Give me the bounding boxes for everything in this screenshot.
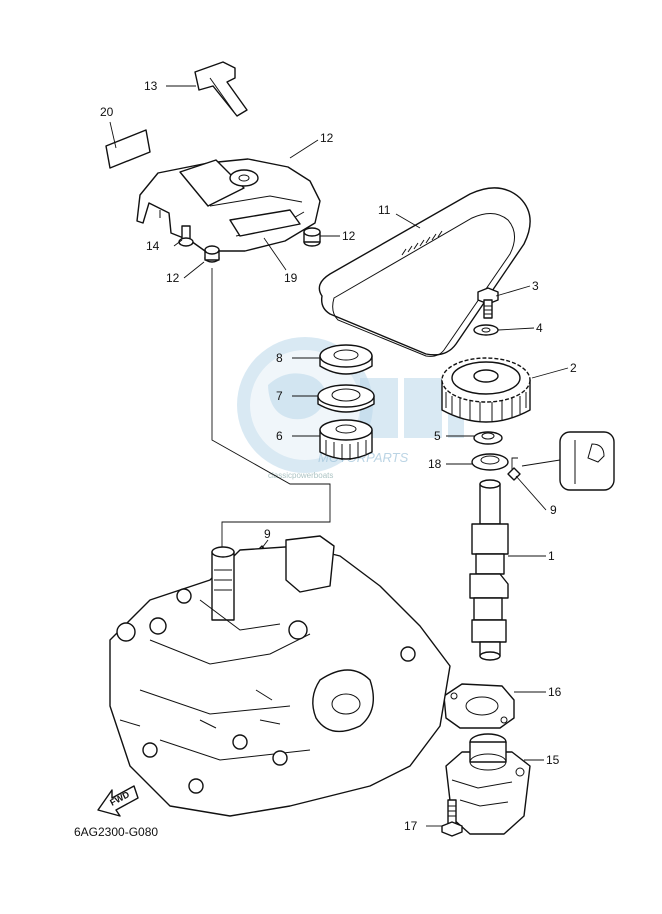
part-20-label xyxy=(105,129,151,169)
part-15-oil-pump xyxy=(445,733,531,835)
cylinder-block xyxy=(109,535,451,817)
callout-12-right: 12 xyxy=(342,229,356,243)
callout-8: 8 xyxy=(276,351,283,365)
part-18-bearing xyxy=(471,453,509,471)
callout-9-left: 9 xyxy=(264,527,271,541)
callout-10: 11 xyxy=(378,203,391,217)
diagram-code: 6AG2300-G080 xyxy=(74,825,158,839)
watermark-faint-text: classicpowerboats xyxy=(268,471,333,480)
part-1-camshaft xyxy=(469,479,509,661)
part-2-camshaft-pulley xyxy=(441,357,531,423)
part-12-grommet-right xyxy=(303,227,321,247)
callout-1: 1 xyxy=(548,549,555,563)
callout-9-right: 9 xyxy=(550,503,557,517)
part-5-oil-seal xyxy=(473,431,503,445)
callout-18: 18 xyxy=(428,457,442,471)
part-10-timing-belt xyxy=(318,187,531,357)
part-8-seal-housing xyxy=(319,344,373,375)
callout-11: 12 xyxy=(320,131,334,145)
callout-12-left: 12 xyxy=(166,271,180,285)
part-11-belt-cover xyxy=(136,158,321,252)
part-16-gasket xyxy=(443,683,515,729)
callout-17: 17 xyxy=(404,819,418,833)
part-12-grommet-left xyxy=(204,245,220,263)
part-4-washer xyxy=(473,324,499,336)
fwd-arrow-icon: FWD xyxy=(97,785,139,817)
part-17-bolt xyxy=(441,799,463,837)
detail-inset xyxy=(511,431,615,491)
callout-7: 7 xyxy=(276,389,283,403)
callout-4: 4 xyxy=(536,321,543,335)
part-6-crank-sprocket xyxy=(319,419,373,460)
callout-20: 20 xyxy=(100,105,114,119)
part-3-bolt xyxy=(477,287,499,319)
callout-labels: 13 20 12 11 14 12 12 19 3 4 2 8 7 6 5 18… xyxy=(100,79,577,833)
callout-19: 19 xyxy=(284,271,298,285)
callout-6: 6 xyxy=(276,429,283,443)
callout-16: 16 xyxy=(548,685,562,699)
callout-15: 15 xyxy=(546,753,560,767)
part-7-oil-seal xyxy=(317,384,375,413)
alignment-line xyxy=(211,268,331,548)
leader-lines xyxy=(109,85,569,827)
callout-2: 2 xyxy=(570,361,577,375)
part-13-clip xyxy=(194,61,248,117)
callout-3: 3 xyxy=(532,279,539,293)
callout-14: 14 xyxy=(146,239,160,253)
callout-13: 13 xyxy=(144,79,158,93)
callout-5: 5 xyxy=(434,429,441,443)
